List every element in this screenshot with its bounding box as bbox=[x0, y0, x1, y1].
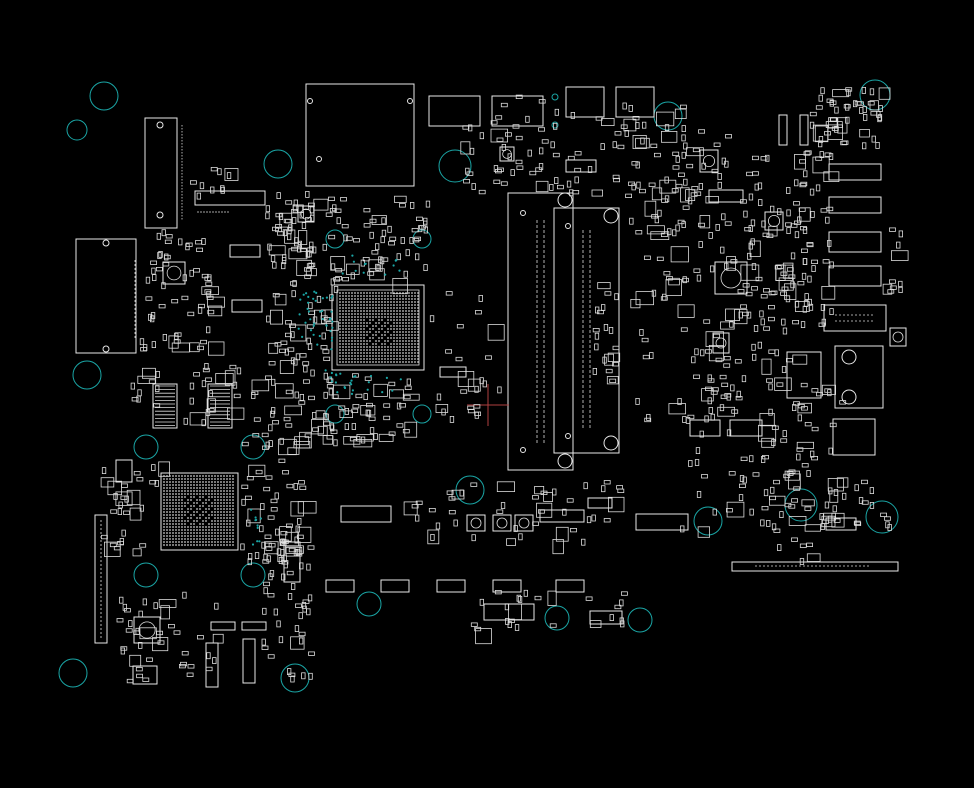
mounting-hole-icon bbox=[58, 658, 88, 688]
mounting-hole-icon bbox=[865, 500, 899, 534]
via-dots bbox=[250, 254, 402, 546]
port-outline bbox=[828, 231, 882, 253]
mounting-hole-icon bbox=[438, 149, 472, 183]
gpu-ball-grid bbox=[163, 475, 234, 546]
connector-outline bbox=[731, 561, 899, 572]
port-outline bbox=[828, 196, 882, 214]
mounting-hole-icon bbox=[356, 591, 382, 617]
port-outline bbox=[565, 86, 605, 118]
mounting-hole-icon bbox=[412, 229, 432, 249]
mounting-hole-icon bbox=[240, 434, 266, 460]
connector-outline bbox=[94, 514, 108, 644]
card-outline bbox=[75, 238, 137, 354]
mounting-hole-icon bbox=[89, 81, 119, 111]
port-outline bbox=[428, 95, 481, 127]
mounting-hole-icon bbox=[66, 119, 88, 141]
port-outline bbox=[828, 265, 882, 287]
connector-outline bbox=[194, 190, 266, 206]
cpu-ball-grid bbox=[339, 292, 419, 363]
mounting-hole-icon bbox=[412, 404, 432, 424]
port-outline bbox=[823, 304, 887, 332]
origin-marker-icon bbox=[467, 384, 509, 426]
port-outline bbox=[491, 95, 544, 127]
module-outline bbox=[305, 83, 415, 187]
port-outline bbox=[615, 86, 655, 118]
connector-outline bbox=[144, 117, 178, 229]
mounting-hole-icon bbox=[133, 562, 159, 588]
dimm-slot-outline bbox=[507, 192, 574, 471]
port-outline bbox=[834, 345, 884, 409]
mounting-hole-icon bbox=[133, 434, 159, 460]
mounting-hole-icon bbox=[72, 360, 102, 390]
mounting-hole-icon bbox=[544, 605, 570, 631]
cpu-bga-outline bbox=[331, 284, 425, 371]
via-icon bbox=[551, 121, 559, 129]
gpu-bga-outline bbox=[160, 472, 239, 551]
via-icon bbox=[551, 93, 559, 101]
mounting-hole-icon bbox=[627, 607, 653, 633]
mounting-hole-icon bbox=[240, 562, 266, 588]
major-components bbox=[75, 83, 899, 644]
mounting-hole-icon bbox=[263, 149, 293, 179]
chip-outline bbox=[786, 351, 822, 399]
mounting-hole-icon bbox=[693, 506, 723, 536]
port-outline bbox=[832, 418, 876, 456]
mounting-hole-icon bbox=[859, 79, 891, 111]
dimm-slot-outline bbox=[553, 207, 620, 454]
passive-components bbox=[100, 87, 909, 688]
